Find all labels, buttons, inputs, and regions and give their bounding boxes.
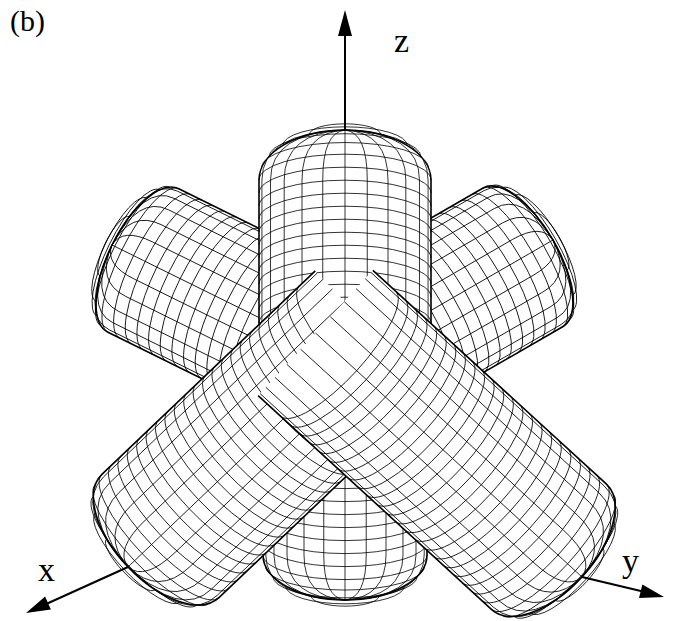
y-axis	[582, 577, 645, 592]
axis-arrowhead	[338, 10, 352, 36]
lobe-fill	[258, 270, 639, 621]
lobe-mesh	[258, 270, 644, 621]
lobe-group	[65, 124, 645, 621]
axis-label: y	[622, 544, 639, 578]
x-axis	[44, 567, 128, 605]
lobe-outline	[258, 270, 639, 621]
axis-arrowhead	[26, 597, 51, 613]
axis-arrowhead	[639, 585, 664, 599]
lobe	[258, 270, 644, 621]
axis-label: x	[38, 553, 55, 587]
panel-label: (b)	[10, 6, 45, 36]
z-axis	[344, 30, 346, 130]
axis-label: z	[394, 24, 409, 58]
